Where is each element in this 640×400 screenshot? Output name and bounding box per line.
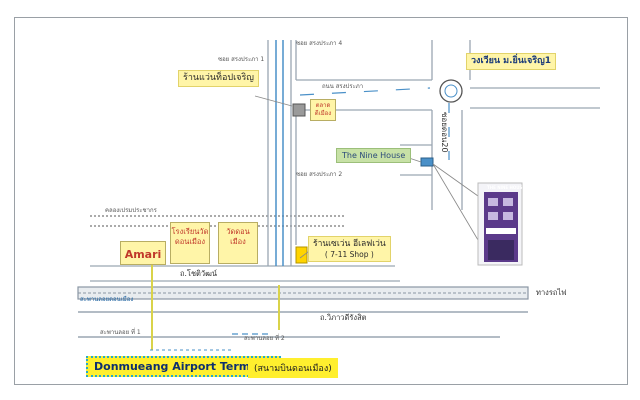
hotel-photo bbox=[477, 182, 523, 266]
label-choetwutthakat: ถ.โชติวัฒน์ bbox=[180, 269, 218, 278]
market-sign: ตลาด ดีเมือง bbox=[310, 99, 336, 121]
nine-house-marker bbox=[420, 157, 434, 167]
market-marker bbox=[292, 103, 306, 117]
label-soi-20: ซอยดอน20 bbox=[440, 112, 449, 153]
label-skywalk: สะพานลอยดอนเมือง bbox=[80, 296, 134, 303]
label-nine-house: The Nine House bbox=[336, 148, 412, 163]
hotel-sign-text: THE NINE HOUSE bbox=[487, 185, 526, 190]
market-line-2: ดีเมือง bbox=[314, 109, 332, 117]
school-building: โรงเรียนวัด ดอนเมือง bbox=[170, 222, 210, 264]
label-canal: คลองเปรมประชากร bbox=[105, 207, 157, 214]
label-thanon-songprapa: ถนน สรงประภา bbox=[322, 83, 364, 90]
label-soi-prapa-4: ซอย สรงประภา 4 bbox=[296, 40, 343, 47]
seven-line-2: ( 7-11 Shop ) bbox=[324, 249, 374, 259]
label-roundabout: วงเวียน ม.ยิ่นเจริญ1 bbox=[466, 53, 557, 71]
temple-building: วัดดอน เมือง bbox=[218, 222, 258, 264]
school-line-1: โรงเรียนวัด bbox=[171, 227, 209, 236]
label-glasses-shop: ร้านแว่นท็อปเจริญ bbox=[178, 70, 259, 88]
school-line-2: ดอนเมือง bbox=[174, 236, 206, 246]
soi-prapa-road bbox=[267, 40, 297, 266]
choetwutthakat-road bbox=[90, 265, 400, 282]
pointer-to-photo bbox=[432, 163, 479, 197]
seven-eleven-marker bbox=[295, 246, 308, 264]
seven-line-1: ร้านเซเว่น อีเลฟเว่น bbox=[313, 239, 386, 249]
label-seven-eleven: ร้านเซเว่น อีเลฟเว่น ( 7-11 Shop ) bbox=[308, 236, 391, 262]
label-soi-prapa-1: ซอย สรงประภา 1 bbox=[218, 56, 265, 63]
airport-terminal-thai: (สนามบินดอนเมือง) bbox=[248, 358, 338, 378]
label-soi-prapa-2: ซอย สรงประภา 2 bbox=[296, 171, 343, 178]
label-tunnel-2: สะพานลอย ที่ 2 bbox=[244, 335, 285, 342]
temple-line-1: วัดดอน bbox=[226, 227, 250, 236]
label-vibhavadi: ถ.วิภาวดีรังสิต bbox=[320, 313, 367, 322]
label-tunnel-1: สะพานลอย ที่ 1 bbox=[100, 329, 141, 336]
label-railway: ทางรถไฟ bbox=[536, 288, 567, 297]
map-frame bbox=[14, 17, 628, 385]
airport-terminal-label: Donmueang Airport Terminal bbox=[86, 356, 282, 377]
temple-line-2: เมือง bbox=[230, 236, 246, 246]
vibhavadi-road bbox=[78, 311, 528, 338]
market-line-1: ตลาด bbox=[315, 102, 331, 109]
railway-line bbox=[77, 286, 529, 300]
amari-hotel: Amari bbox=[120, 241, 166, 265]
